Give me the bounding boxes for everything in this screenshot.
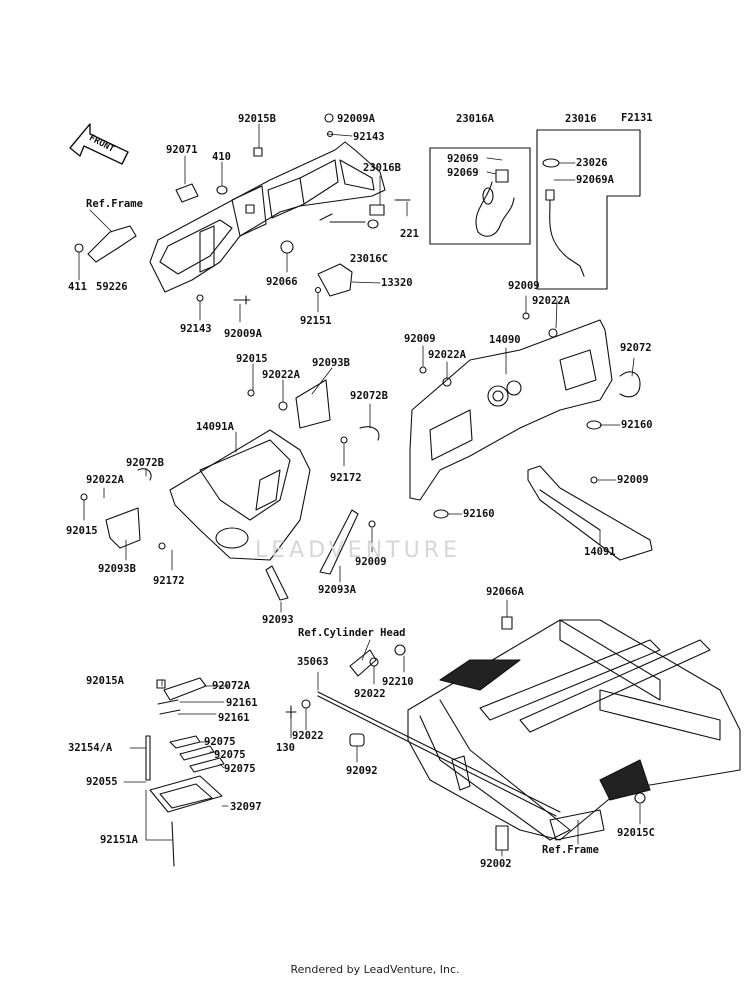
part-label-92160-r2: 92160 (463, 508, 495, 520)
part-label-92002: 92002 (480, 858, 512, 870)
part-label-14090: 14090 (489, 334, 521, 346)
part-label-92072B-m2: 92072B (126, 457, 164, 469)
part-label-14091A: 14091A (196, 421, 234, 433)
part-label-92092: 92092 (346, 765, 378, 777)
part-label-92075-a: 92075 (204, 736, 236, 748)
bracket-92093B (295, 379, 331, 429)
part-410 (216, 185, 228, 195)
bracket-ref-frame (87, 225, 137, 263)
part-label-92161-a: 92161 (226, 697, 258, 709)
dash-panel (149, 141, 386, 293)
part-label-92009-m: 92009 (355, 556, 387, 568)
part-label-92210: 92210 (382, 676, 414, 688)
bracket-92093B-left (105, 507, 141, 549)
rod-32154A (145, 735, 151, 781)
part-label-92069A: 92069A (576, 174, 614, 186)
part-label-59226: 59226 (96, 281, 128, 293)
part-label-92072A: 92072A (212, 680, 250, 692)
part-label-92022-b: 92022 (292, 730, 324, 742)
part-label-92161-b: 92161 (218, 712, 250, 724)
part-label-23016A: 23016A (456, 113, 494, 125)
part-label-92143-top: 92143 (353, 131, 385, 143)
part-label-92022A-m2: 92022A (86, 474, 124, 486)
clip-92072 (619, 371, 641, 398)
part-label-92151A: 92151A (100, 834, 138, 846)
part-label-92022A-r1: 92022A (532, 295, 570, 307)
ref-cylinder-head-label: Ref.Cylinder Head (298, 627, 406, 639)
harness-box-23016 (536, 129, 641, 290)
part-label-92009A-bottom: 92009A (224, 328, 262, 340)
part-label-92009A-top: 92009A (337, 113, 375, 125)
part-label-23026: 23026 (576, 157, 608, 169)
part-label-92015B: 92015B (238, 113, 276, 125)
part-label-92015-m2: 92015 (66, 525, 98, 537)
part-label-14091: 14091 (584, 546, 616, 558)
part-label-92072B-m1: 92072B (350, 390, 388, 402)
credit-text: Rendered by LeadVenture, Inc. (290, 963, 460, 976)
part-label-23016C: 23016C (350, 253, 388, 265)
front-arrow-icon (69, 123, 129, 165)
battery-tray-32097 (145, 677, 225, 867)
skid-plate-14091 (527, 465, 653, 561)
floor-panel-14090 (409, 312, 641, 519)
part-label-92022A-m1: 92022A (262, 369, 300, 381)
part-label-92055: 92055 (86, 776, 118, 788)
part-label-32097: 32097 (230, 801, 262, 813)
part-13320 (317, 263, 353, 297)
part-label-92151: 92151 (300, 315, 332, 327)
rod-92093 (265, 565, 289, 601)
part-label-92093A: 92093A (318, 584, 356, 596)
part-label-92075-c: 92075 (224, 763, 256, 775)
part-label-92172-m2: 92172 (153, 575, 185, 587)
part-label-410: 410 (212, 151, 231, 163)
part-label-92093B-m2: 92093B (98, 563, 136, 575)
part-label-92015A: 92015A (86, 675, 124, 687)
part-label-92015C: 92015C (617, 827, 655, 839)
part-label-23016: 23016 (565, 113, 597, 125)
part-label-92093: 92093 (262, 614, 294, 626)
figure-code: F2131 (621, 112, 653, 124)
pad-92071 (175, 183, 199, 203)
part-label-221: 221 (400, 228, 419, 240)
part-label-92015-m1: 92015 (236, 353, 268, 365)
grommet-92066 (280, 240, 294, 254)
part-label-92022-a: 92022 (354, 688, 386, 700)
bolt-92015B (253, 147, 263, 157)
rod-92093A (319, 509, 359, 575)
floor-well-14091A (169, 429, 311, 561)
watermark: LEADVENTURE (255, 538, 461, 563)
ref-frame-bottom-label: Ref.Frame (542, 844, 599, 856)
part-label-92160-r1: 92160 (621, 419, 653, 431)
part-label-92172-m1: 92172 (330, 472, 362, 484)
part-label-92009-r3: 92009 (617, 474, 649, 486)
part-label-92093B-m1: 92093B (312, 357, 350, 369)
part-label-92066: 92066 (266, 276, 298, 288)
shaft-35063 (285, 644, 646, 851)
part-label-92072: 92072 (620, 342, 652, 354)
ref-frame-top-label: Ref.Frame (86, 198, 143, 210)
part-label-92143-bottom: 92143 (180, 323, 212, 335)
part-label-411: 411 (68, 281, 87, 293)
harness-box-23016A (429, 147, 531, 245)
part-label-92009-r2: 92009 (404, 333, 436, 345)
switch-23016B (369, 204, 385, 216)
part-label-13320: 13320 (381, 277, 413, 289)
main-frame (407, 616, 741, 841)
part-label-92075-b: 92075 (214, 749, 246, 761)
part-label-92009-r1: 92009 (508, 280, 540, 292)
part-label-32154A: 32154/A (68, 742, 113, 754)
part-label-35063: 35063 (297, 656, 329, 668)
part-label-23016B: 23016B (363, 162, 401, 174)
part-label-92069-b: 92069 (447, 167, 479, 179)
part-label-92022A-r2: 92022A (428, 349, 466, 361)
part-label-92071: 92071 (166, 144, 198, 156)
part-label-92066A: 92066A (486, 586, 524, 598)
part-label-130: 130 (276, 742, 295, 754)
part-label-92069-a: 92069 (447, 153, 479, 165)
screw-92009A (324, 113, 334, 123)
